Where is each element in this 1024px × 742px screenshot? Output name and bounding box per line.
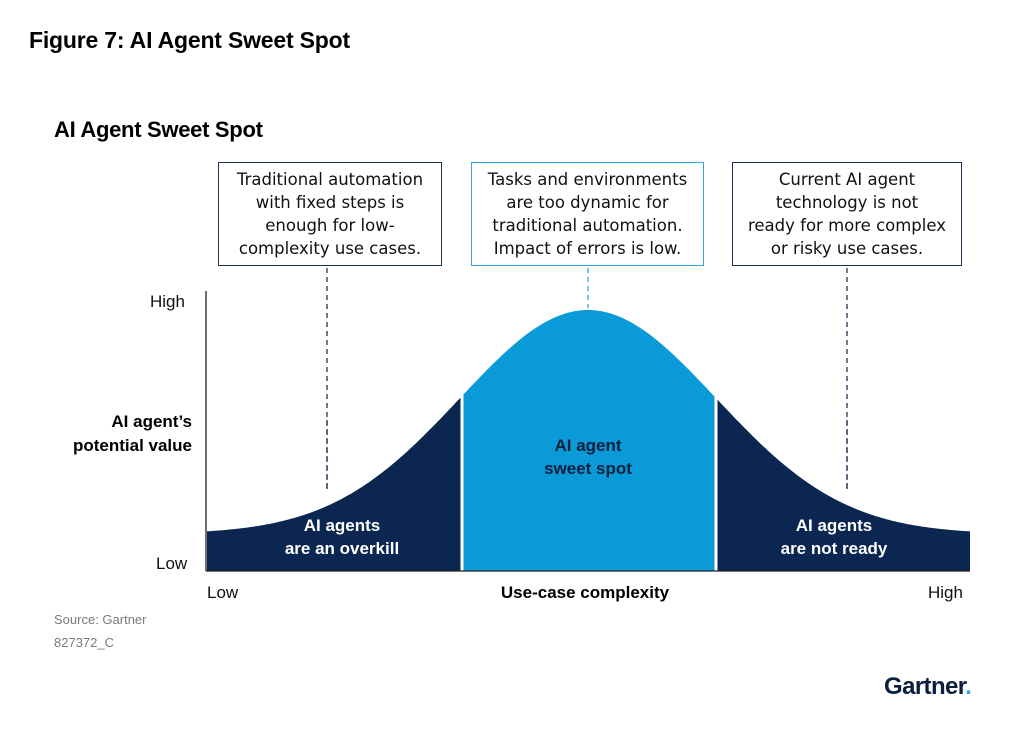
callout-middle-text: Tasks and environments are too dynamic f… — [487, 170, 688, 258]
y-axis-title: AI agent’s potential value — [72, 412, 192, 455]
source-note: Source: Gartner — [54, 612, 147, 627]
region-not-ready — [716, 398, 970, 571]
logo-text: Gartner — [884, 673, 966, 700]
callout-not-ready: Current AI agent technology is not ready… — [732, 162, 962, 266]
logo-dot: . — [965, 673, 972, 700]
document-id: 827372_C — [54, 635, 114, 650]
x-axis-high-label: High — [928, 583, 963, 602]
callout-left-text: Traditional automation with fixed steps … — [236, 170, 424, 258]
callout-dynamic-tasks: Tasks and environments are too dynamic f… — [471, 162, 704, 266]
gartner-logo: Gartner. — [884, 673, 972, 701]
y-axis-low-label: Low — [156, 554, 188, 573]
region-label-sweet-spot: AI agent sweet spot — [544, 436, 632, 478]
x-axis-low-label: Low — [207, 583, 239, 602]
region-label-not-ready: AI agents are not ready — [780, 516, 888, 558]
callout-traditional-automation: Traditional automation with fixed steps … — [218, 162, 442, 266]
region-sweet-spot — [462, 310, 716, 571]
y-axis-high-label: High — [150, 292, 185, 311]
callout-right-text: Current AI agent technology is not ready… — [747, 170, 946, 258]
x-axis-title: Use-case complexity — [500, 583, 670, 602]
region-overkill — [207, 396, 462, 571]
diagram-title: AI Agent Sweet Spot — [54, 117, 263, 142]
figure-title: Figure 7: AI Agent Sweet Spot — [29, 27, 350, 53]
region-label-overkill: AI agents are an overkill — [284, 516, 400, 558]
